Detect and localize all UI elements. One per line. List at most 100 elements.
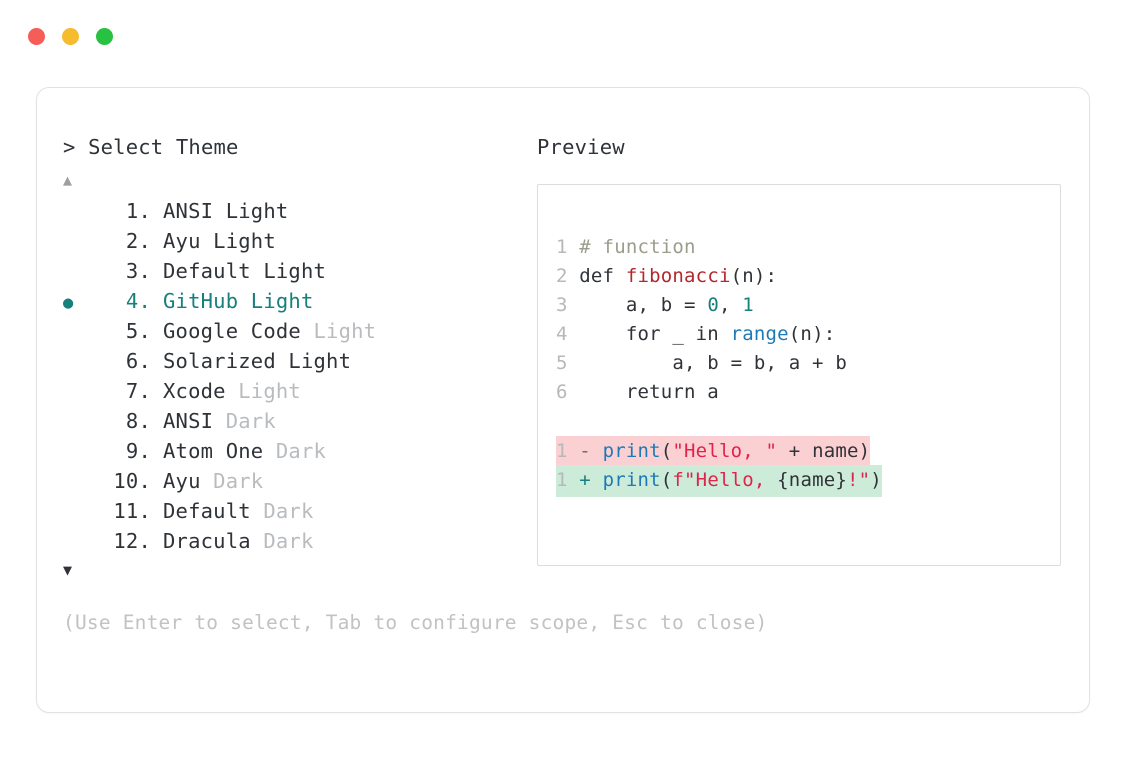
diff-plus-marker: + [579, 469, 591, 491]
list-item-number: 6. [125, 349, 151, 373]
code-builtin: print [602, 440, 661, 462]
scroll-up-icon[interactable]: ▲ [63, 171, 73, 189]
list-item-label: Default Light [163, 259, 327, 283]
list-item-suffix: Dark [213, 409, 276, 433]
code-blank-line [556, 407, 1060, 436]
code-text: ( [660, 440, 673, 462]
code-text: ) [870, 469, 882, 491]
code-builtin: print [602, 469, 661, 491]
keyboard-hint: (Use Enter to select, Tab to configure s… [63, 611, 768, 634]
line-number: 6 [556, 381, 568, 403]
theme-list: 1. ANSI Light 2. Ayu Light 3. Default Li… [63, 196, 503, 556]
list-item-label: Ayu Dark [163, 469, 264, 493]
list-item[interactable]: 5. Google Code Light [63, 316, 503, 346]
theme-picker-card: > Select Theme ▲ 1. ANSI Light 2. Ayu Li… [36, 87, 1090, 713]
list-item[interactable]: 1. ANSI Light [63, 196, 503, 226]
list-item-number: 8. [125, 409, 151, 433]
list-item-suffix: Light [225, 379, 301, 403]
code-interpolation: {name} [777, 469, 848, 491]
list-item-number: 12. [113, 529, 151, 553]
code-string: "Hello, " [672, 440, 778, 462]
line-number: 3 [556, 294, 568, 316]
code-text: , [718, 294, 743, 316]
list-item-number: 11. [113, 499, 151, 523]
diff-removed-line: 1 - print("Hello, " + name) [556, 436, 1060, 468]
list-item-number: 2. [125, 229, 151, 253]
line-number: 1 [556, 440, 568, 462]
list-item-selected[interactable]: ● 4. GitHub Light [63, 286, 503, 316]
code-comment: # function [579, 236, 696, 258]
code-text: for _ in [579, 323, 731, 345]
code-line: 3 a, b = 0, 1 [556, 291, 1060, 320]
diff-added-line: 1 + print(f"Hello, {name}!") [556, 465, 1060, 497]
list-item-label: Google Code Light [163, 319, 377, 343]
code-line: 4 for _ in range(n): [556, 320, 1060, 349]
list-item[interactable]: 12. Dracula Dark [63, 526, 503, 556]
list-item-number: 9. [125, 439, 151, 463]
list-item[interactable]: 10. Ayu Dark [63, 466, 503, 496]
code-text: a, b = b, a + b [579, 352, 847, 374]
list-item-number: 7. [125, 379, 151, 403]
window-traffic-lights [28, 28, 113, 45]
code-line: 6 return a [556, 378, 1060, 407]
code-text: (n): [730, 265, 778, 287]
preview-title: Preview [537, 135, 625, 159]
list-item-number: 5. [125, 319, 151, 343]
line-number: 5 [556, 352, 568, 374]
list-item-label: GitHub Light [163, 289, 314, 313]
diff-minus-marker: - [579, 440, 591, 462]
code-preview-box: 1 # function 2 def fibonacci(n): 3 a, b … [537, 184, 1061, 566]
code-text: ) [858, 440, 871, 462]
list-item-suffix: Dark [200, 469, 264, 493]
code-number: 1 [742, 294, 754, 316]
code-string: !" [847, 469, 871, 491]
list-item-number: 3. [125, 259, 151, 283]
list-item-number: 10. [113, 469, 151, 493]
scroll-down-icon[interactable]: ▼ [63, 561, 73, 579]
code-string: f"Hello, [672, 469, 778, 491]
line-number: 1 [556, 236, 568, 258]
code-function-name: fibonacci [625, 265, 731, 287]
code-line: 5 a, b = b, a + b [556, 349, 1060, 378]
code-text: (n): [788, 323, 836, 345]
code-keyword: def [579, 265, 626, 287]
line-number: 1 [556, 469, 568, 491]
list-item-label: ANSI Light [163, 199, 289, 223]
code-text: return a [579, 381, 719, 403]
maximize-button[interactable] [96, 28, 113, 45]
page-title: > Select Theme [63, 135, 239, 159]
list-item-suffix: Dark [250, 529, 314, 553]
list-item[interactable]: 9. Atom One Dark [63, 436, 503, 466]
list-item-suffix: Light [300, 319, 377, 343]
preview-pane: Preview 1 # function 2 def fibonacci(n):… [537, 134, 1067, 566]
list-item-label: Solarized Light [163, 349, 352, 373]
code-builtin: range [730, 323, 789, 345]
code-text: a, b = [579, 294, 708, 316]
list-item[interactable]: 11. Default Dark [63, 496, 503, 526]
code-line: 1 # function [556, 233, 1060, 262]
list-item-label: Xcode Light [163, 379, 301, 403]
list-item-label: ANSI Dark [163, 409, 276, 433]
list-item-label: Dracula Dark [163, 529, 314, 553]
code-text: + name [777, 440, 859, 462]
line-number: 4 [556, 323, 568, 345]
close-button[interactable] [28, 28, 45, 45]
list-item-number: 4. [125, 289, 151, 313]
list-item-label: Atom One Dark [163, 439, 327, 463]
list-item[interactable]: 6. Solarized Light [63, 346, 503, 376]
list-item-suffix: Dark [263, 439, 327, 463]
minimize-button[interactable] [62, 28, 79, 45]
list-item-label: Ayu Light [163, 229, 276, 253]
code-line: 2 def fibonacci(n): [556, 262, 1060, 291]
code-text: ( [660, 469, 673, 491]
list-item[interactable]: 8. ANSI Dark [63, 406, 503, 436]
line-number: 2 [556, 265, 568, 287]
list-item-label: Default Dark [163, 499, 314, 523]
list-item[interactable]: 3. Default Light [63, 256, 503, 286]
selection-bullet-icon: ● [63, 293, 74, 313]
list-item[interactable]: 7. Xcode Light [63, 376, 503, 406]
list-item[interactable]: 2. Ayu Light [63, 226, 503, 256]
code-number: 0 [707, 294, 719, 316]
list-item-suffix: Dark [250, 499, 314, 523]
list-item-number: 1. [125, 199, 151, 223]
